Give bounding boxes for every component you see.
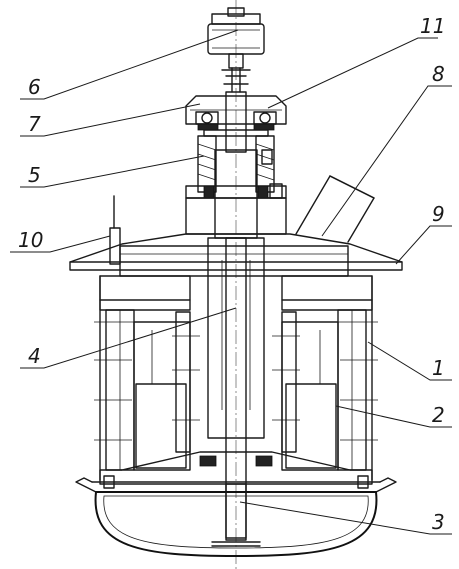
callout-6: 6	[28, 75, 41, 99]
callout-9: 9	[432, 202, 445, 226]
bearing-housing	[185, 91, 287, 153]
lid	[69, 233, 403, 277]
side-nozzle	[109, 195, 121, 265]
callout-8: 8	[432, 62, 445, 86]
inner-basket	[133, 311, 339, 471]
callout-2: 2	[432, 403, 445, 427]
callout-1: 1	[432, 356, 445, 380]
leader-lines	[10, 29, 452, 535]
callout-labels: 6 7 5 10 4 11 8 9 1 2 3	[18, 14, 445, 534]
shaft	[207, 149, 265, 539]
callout-10: 10	[18, 228, 43, 252]
callout-5: 5	[28, 163, 41, 187]
callout-7: 7	[28, 112, 41, 136]
inclined-nozzle	[295, 175, 375, 243]
callout-11: 11	[420, 14, 445, 38]
callout-3: 3	[432, 510, 445, 534]
drive-unit	[207, 7, 265, 93]
callout-4: 4	[28, 344, 41, 368]
